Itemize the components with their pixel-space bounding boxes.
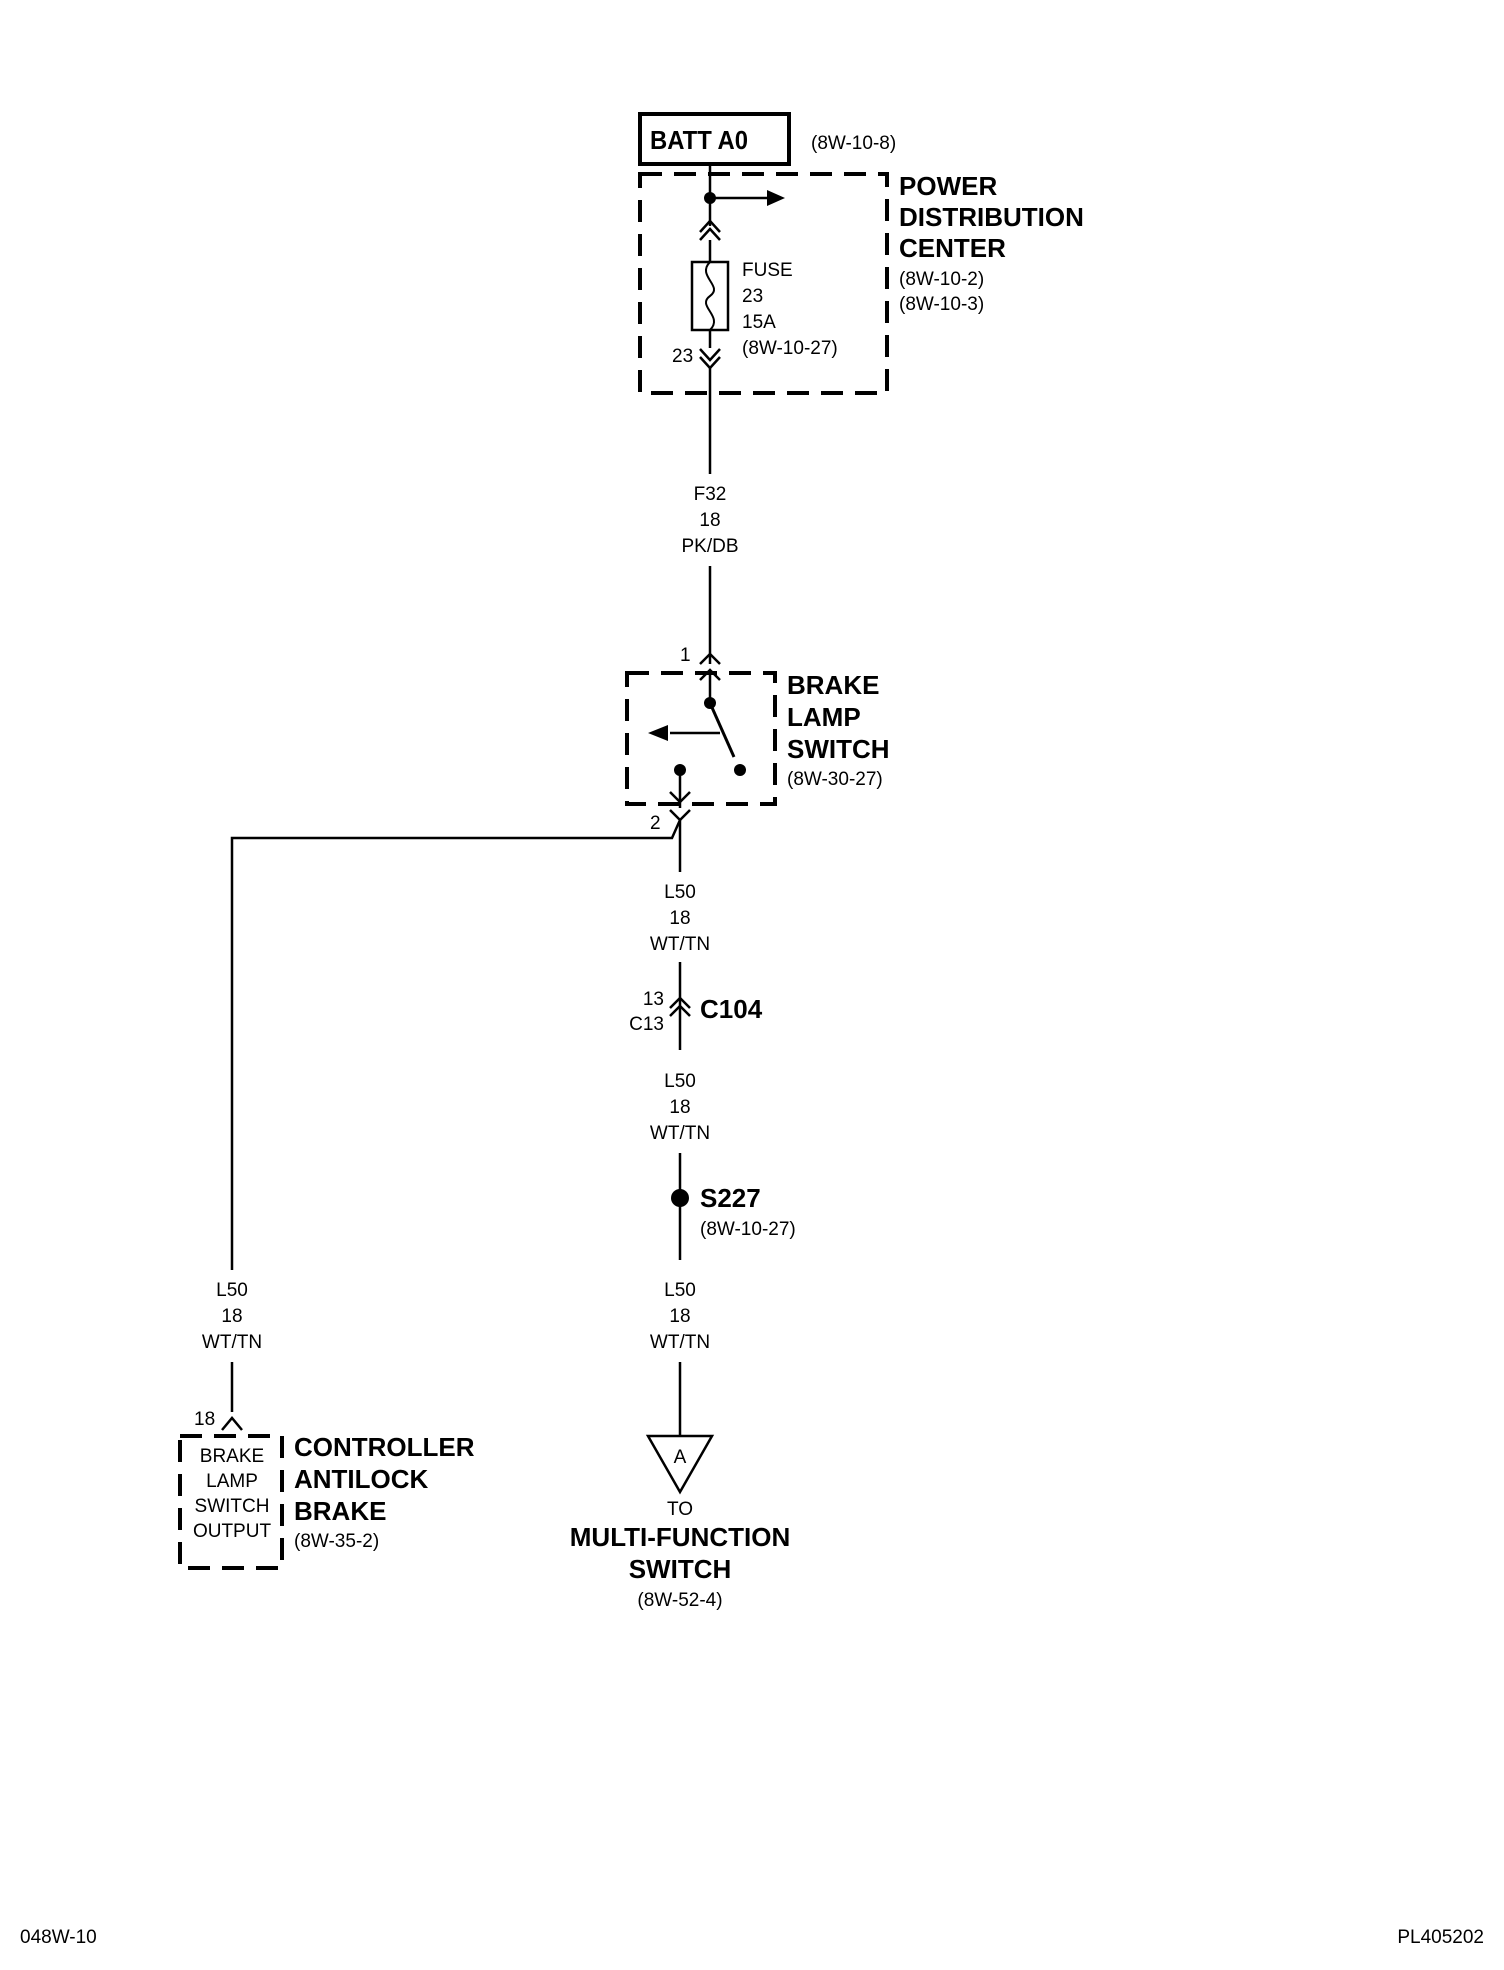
pdc-title-2: DISTRIBUTION — [899, 202, 1084, 232]
fuse-label: FUSE — [742, 260, 793, 281]
s227-splice-dot — [671, 1189, 689, 1207]
bls-output-chevron-icon — [669, 791, 691, 804]
cab-ref: (8W-35-2) — [294, 1531, 379, 1552]
mfs-to-label: TO — [667, 1499, 693, 1520]
mfs-connector-letter: A — [674, 1447, 687, 1468]
c104-pin-top: 13 — [643, 989, 664, 1010]
bls-ref: (8W-30-27) — [787, 769, 883, 790]
pdc-ref-2: (8W-10-3) — [899, 294, 984, 315]
pdc-title-3: CENTER — [899, 233, 1006, 263]
wire-l50-left-circuit: L50 — [216, 1280, 248, 1301]
bls-pin-2: 2 — [650, 813, 661, 834]
wire-l50-b-color: WT/TN — [650, 1123, 710, 1144]
pdc-cavity-number: 23 — [672, 346, 693, 367]
batt-label: BATT A0 — [650, 125, 748, 155]
bls-dashed-outline — [625, 671, 777, 806]
batt-a0-block: BATT A0 (8W-10-8) — [638, 112, 896, 166]
pdc-branch-arrow-icon — [767, 190, 785, 206]
cab-pin-connector-icon — [221, 1416, 243, 1431]
bls-contact-right — [734, 764, 746, 776]
wire-f32-gauge: 18 — [699, 510, 720, 531]
c104-chevron-icon — [669, 996, 691, 1009]
mfs-connector-triangle-icon — [645, 1434, 715, 1495]
fuse-element-icon — [704, 261, 716, 331]
bls-pin-2-connector-icon — [669, 809, 691, 822]
cab-title-3: BRAKE — [294, 1496, 386, 1526]
wire-l50-b-circuit: L50 — [664, 1071, 696, 1092]
multi-function-switch: A TO MULTI-FUNCTION SWITCH (8W-52-4) — [570, 1434, 790, 1611]
pdc-connector-lower-chevron-icon — [699, 348, 721, 362]
batt-box — [638, 112, 791, 166]
wire-l50-a-gauge: 18 — [669, 908, 690, 929]
fuse-ref: (8W-10-27) — [742, 338, 838, 359]
connector-c104: 13 C13 C104 — [629, 989, 763, 1035]
footer-page-id: 048W-10 — [20, 1927, 97, 1948]
wire-l50-c-circuit: L50 — [664, 1280, 696, 1301]
mfs-title-2: SWITCH — [629, 1554, 732, 1584]
bls-title-3: SWITCH — [787, 734, 890, 764]
cab-inner-4: OUTPUT — [193, 1521, 272, 1542]
brake-lamp-switch: 1 2 BRAKE LAMP SWITCH (8W-30-27) — [625, 645, 890, 834]
bls-title-2: LAMP — [787, 702, 861, 732]
bls-switch-blade — [708, 702, 736, 758]
cab-title-2: ANTILOCK — [294, 1464, 429, 1494]
bls-title-1: BRAKE — [787, 670, 879, 700]
cab-inner-3: SWITCH — [195, 1496, 270, 1517]
pdc-title-1: POWER — [899, 171, 997, 201]
wire-l50-a-circuit: L50 — [664, 882, 696, 903]
wire-l50-a-color: WT/TN — [650, 934, 710, 955]
bls-pin-1-connector-icon — [699, 652, 721, 665]
splice-s227: S227 (8W-10-27) — [671, 1183, 796, 1240]
wire-f32-circuit: F32 — [694, 484, 727, 505]
cab-dashed-outline — [178, 1434, 284, 1570]
cab-title-1: CONTROLLER — [294, 1432, 475, 1462]
batt-ref: (8W-10-8) — [811, 133, 896, 154]
pdc-ref-1: (8W-10-2) — [899, 269, 984, 290]
cab-inner-2: LAMP — [206, 1471, 258, 1492]
fuse-number: 23 — [742, 286, 763, 307]
mfs-title-1: MULTI-FUNCTION — [570, 1522, 790, 1552]
c104-label: C104 — [700, 994, 763, 1024]
wire-l50-left-gauge: 18 — [221, 1306, 242, 1327]
wire-l50-left-color: WT/TN — [202, 1332, 262, 1353]
footer-figure-id: PL405202 — [1397, 1927, 1484, 1948]
s227-ref: (8W-10-27) — [700, 1219, 796, 1240]
fuse-rating: 15A — [742, 312, 776, 333]
power-distribution-center: POWER DISTRIBUTION CENTER (8W-10-2) (8W-… — [638, 164, 1084, 395]
pdc-connector-upper-chevron-icon-2 — [699, 227, 721, 241]
cab-inner-1: BRAKE — [200, 1446, 264, 1467]
bls-pin-1: 1 — [680, 645, 691, 666]
s227-label: S227 — [700, 1183, 761, 1213]
pdc-dashed-outline — [638, 172, 889, 395]
c104-pin-bottom: C13 — [629, 1014, 664, 1035]
wire-left-branch — [230, 819, 682, 1270]
wire-f32-color: PK/DB — [681, 536, 738, 557]
cab-pin-18: 18 — [194, 1409, 215, 1430]
wire-l50-b-gauge: 18 — [669, 1097, 690, 1118]
controller-antilock-brake: 18 BRAKE LAMP SWITCH OUTPUT CONTROLLER A… — [178, 1409, 475, 1570]
c104-chevron-icon-2 — [669, 1004, 691, 1017]
wire-l50-c-gauge: 18 — [669, 1306, 690, 1327]
wire-l50-c-color: WT/TN — [650, 1332, 710, 1353]
bls-actuator-arrow-icon — [648, 725, 668, 741]
mfs-ref: (8W-52-4) — [637, 1590, 722, 1611]
pdc-connector-upper-chevron-icon — [699, 219, 721, 233]
